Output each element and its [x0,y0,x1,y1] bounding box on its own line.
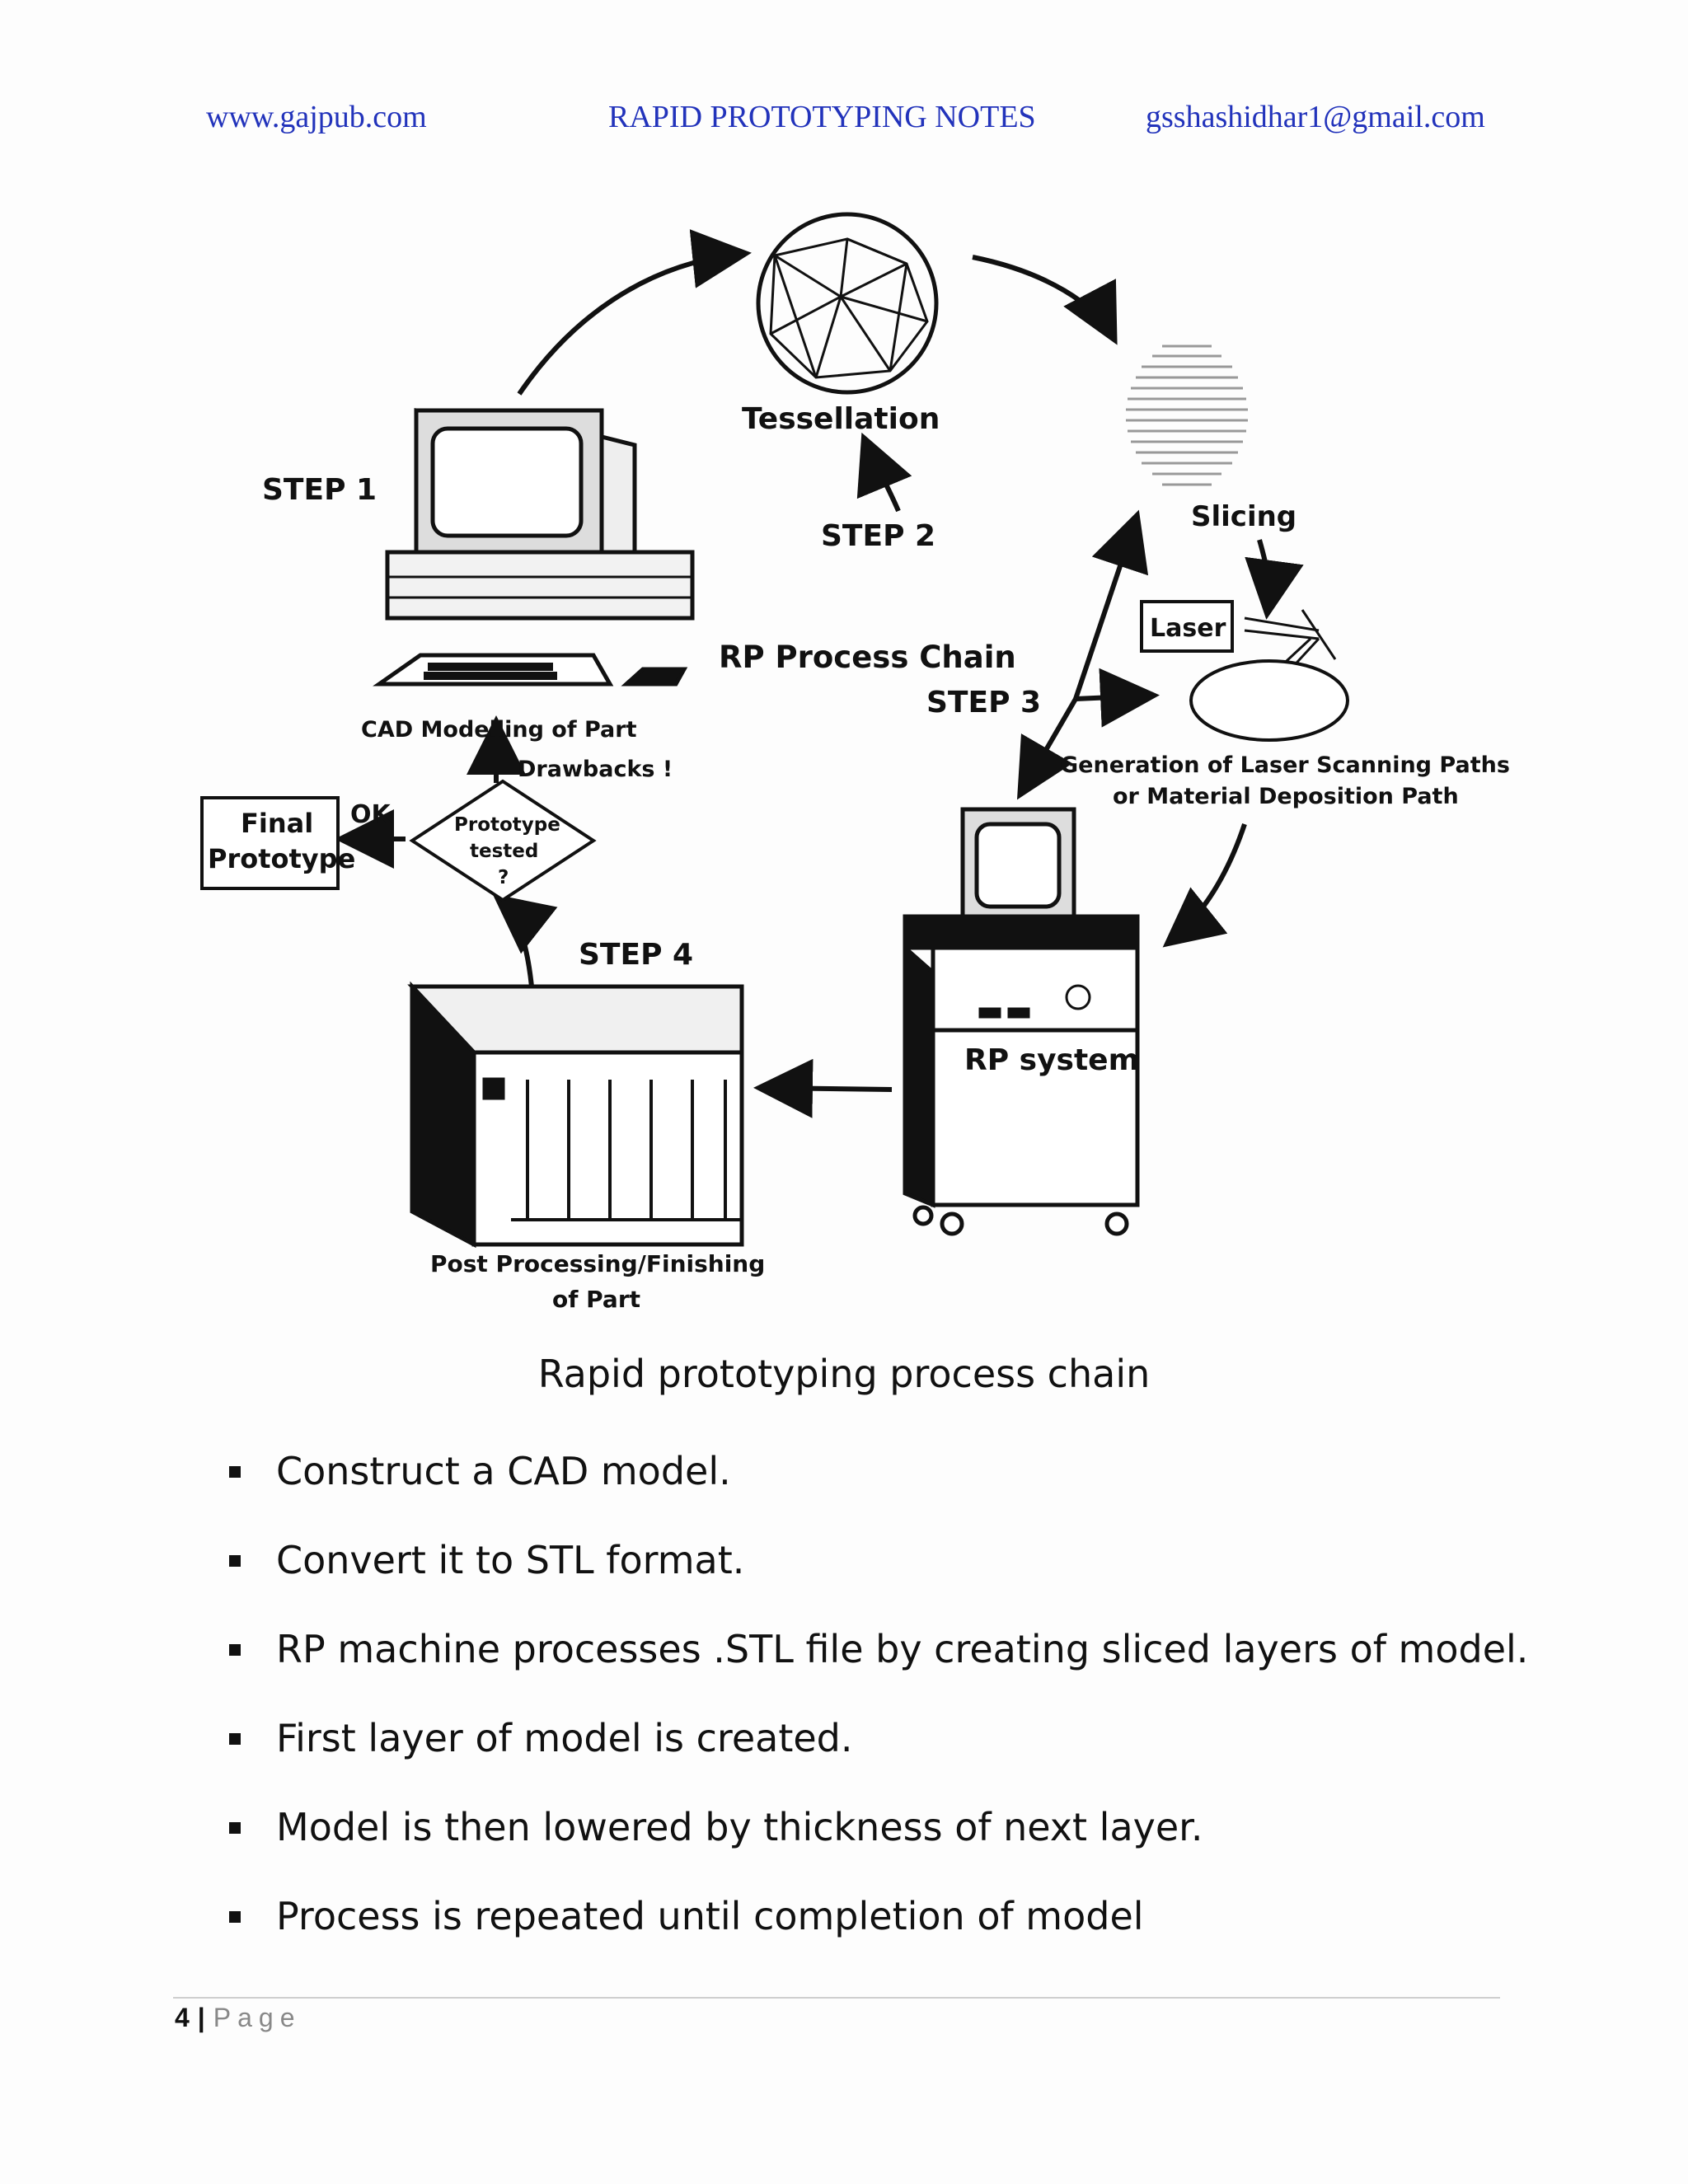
post-processing-line1: Post Processing/Finishing [430,1250,765,1277]
final-label-line1: Final [241,808,313,839]
page-header: www.gajpub.com RAPID PROTOTYPING NOTES g… [0,99,1688,148]
bullet-item: Construct a CAD model. [223,1438,1541,1527]
slicing-label: Slicing [1191,500,1296,533]
arrow-tessellation-to-slicing [972,255,1118,345]
drawbacks-label: Drawbacks ! [518,757,673,782]
rp-system-label: RP system [964,1043,1139,1077]
decision-line2: tested [470,841,538,862]
step2-label: STEP 2 [821,519,935,553]
arrow-step3-to-slicing [1073,509,1149,700]
tessellation-sphere-icon [756,212,939,395]
arrow-post-to-decision [492,893,558,987]
sliced-layers-icon [1126,344,1248,486]
bullet-item: Model is then lowered by thickness of ne… [223,1794,1541,1883]
header-website: www.gajpub.com [206,100,427,134]
bullet-text: Process is repeated until completion of … [276,1894,1144,1938]
bullet-square-icon [229,1555,241,1567]
bullet-square-icon [229,1822,241,1834]
bullet-square-icon [229,1466,241,1478]
step1-label: STEP 1 [262,473,377,507]
decision-line3: ? [498,867,509,888]
header-title: RAPID PROTOTYPING NOTES [608,100,1036,134]
bullet-item: RP machine processes .STL file by creati… [223,1616,1541,1705]
bullet-text: First layer of model is created. [276,1716,853,1760]
cad-computer-icon [373,408,695,687]
page-footer: 4| Page [175,2003,301,2033]
page-label: Page [213,2003,302,2032]
bullet-square-icon [229,1911,241,1923]
page-number: 4 [175,2003,190,2032]
figure-caption: Rapid prototyping process chain [537,1352,1151,1396]
post-processing-machine-icon [407,981,744,1249]
rp-process-chain-diagram: Tessellation STEP 2 Slicing Laser Genera… [200,212,1510,1313]
footer-separator: | [197,2003,205,2032]
bullet-text: RP machine processes .STL file by creati… [276,1627,1529,1671]
laser-paths-line2: or Material Deposition Path [1113,784,1459,809]
final-prototype-box [200,796,340,890]
bullet-text: Construct a CAD model. [276,1449,731,1493]
build-platform-icon [1189,659,1349,742]
bullet-item: Process is repeated until completion of … [223,1883,1541,1972]
rp-system-machine-icon [903,807,1140,1236]
bullet-square-icon [229,1644,241,1656]
final-label-line2: Prototype [208,843,355,874]
header-email: gsshashidhar1@gmail.com [1146,100,1485,134]
laser-paths-line1: Generation of Laser Scanning Paths [1060,752,1510,778]
step3-label: STEP 3 [926,686,1041,719]
arrow-cad-to-tessellation [517,229,752,396]
bullet-item: Convert it to STL format. [223,1527,1541,1616]
laser-box [1140,600,1234,653]
step4-label: STEP 4 [579,938,693,972]
ok-label: OK [350,800,392,829]
post-processing-line2: of Part [552,1286,640,1313]
prototype-tested-decision [409,779,597,902]
arrow-slicing-to-laser [1245,539,1304,620]
arrow-paths-to-rp-system [1162,823,1247,948]
arrow-step3-to-rp [1016,697,1078,800]
arrow-step2-pointer [856,432,912,513]
bullet-list: Construct a CAD model. Convert it to STL… [223,1438,1541,1972]
flow-arrows [335,229,1304,1118]
cad-modelling-label: CAD Modelling of Part [361,717,637,743]
laser-label: Laser [1150,614,1226,643]
tessellation-label: Tessellation [742,402,940,436]
bullet-text: Model is then lowered by thickness of ne… [276,1805,1203,1849]
decision-line1: Prototype [454,814,560,836]
chain-title: RP Process Chain [719,640,1016,675]
footer-divider [173,1997,1500,1999]
arrow-step3-to-laser [1075,668,1160,728]
bullet-square-icon [229,1733,241,1745]
bullet-text: Convert it to STL format. [276,1538,745,1582]
arrow-rp-to-post [753,1058,893,1118]
bullet-item: First layer of model is created. [223,1705,1541,1794]
